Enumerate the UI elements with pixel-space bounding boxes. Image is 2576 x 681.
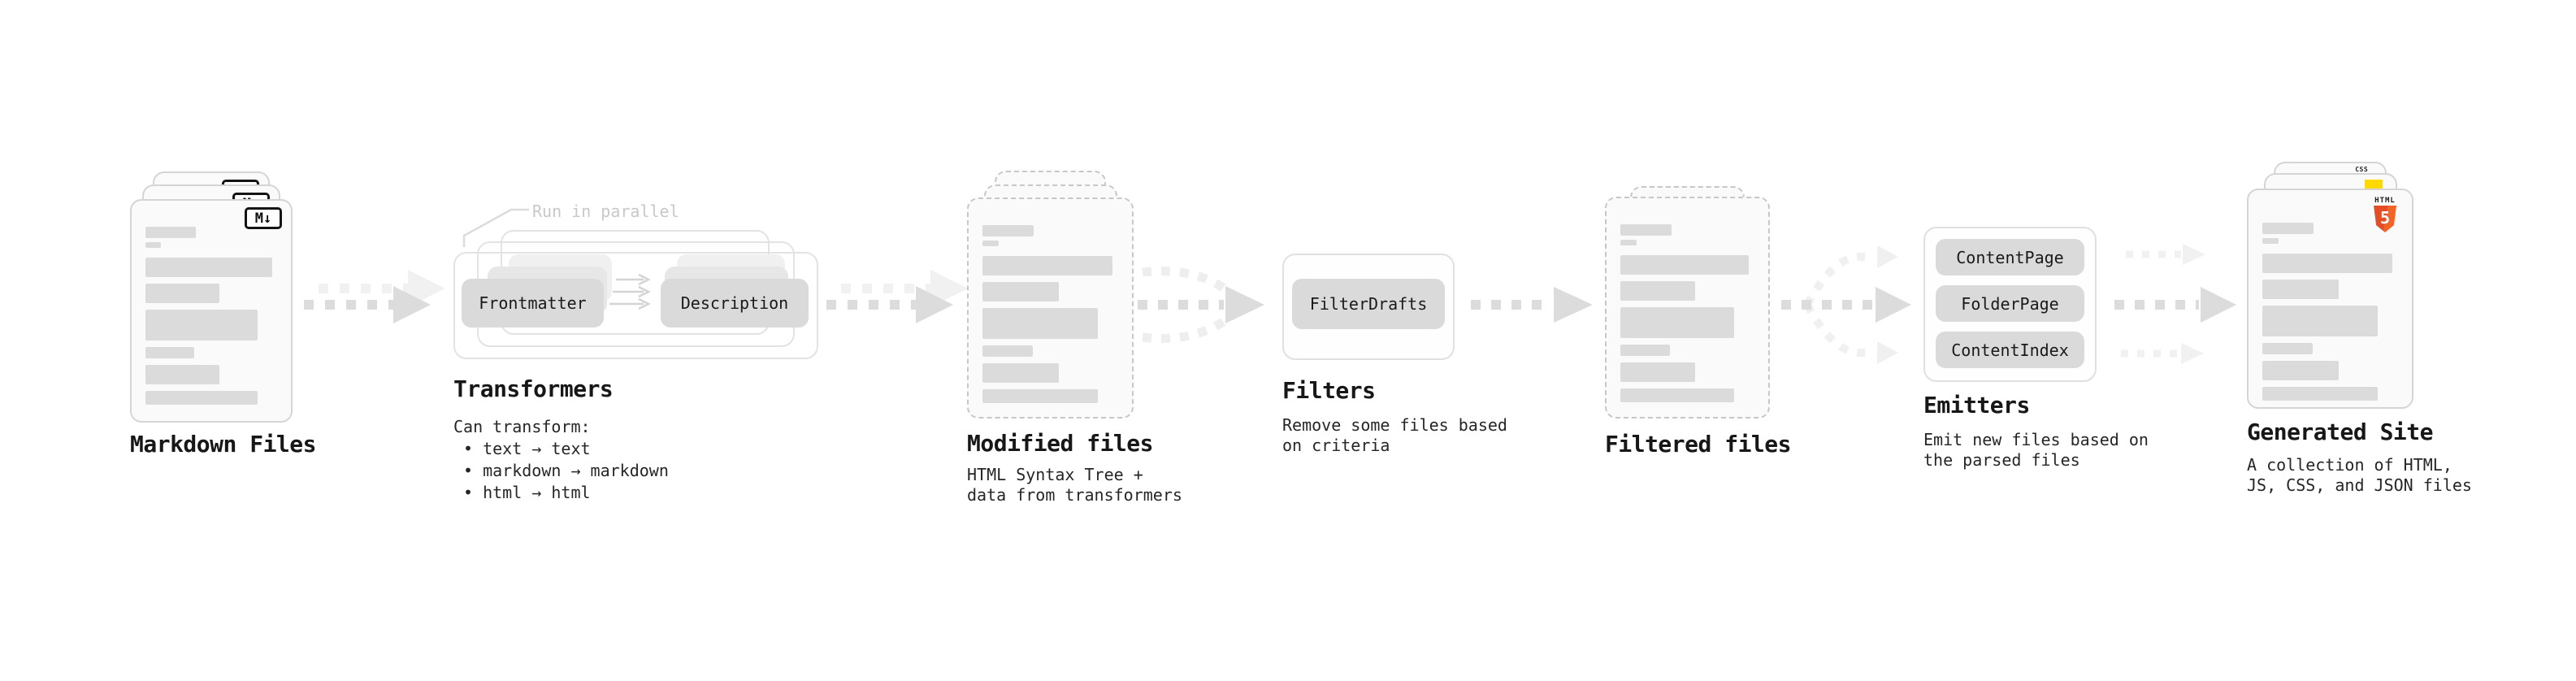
description-line: Emit new files based on [1923, 430, 2149, 449]
bullet-item: • text → text [463, 439, 591, 458]
description-pill: Description [661, 279, 809, 327]
modified-files-title: Modified files [967, 430, 1154, 457]
generated-site-description: A collection of HTML, JS, CSS, and JSON … [2247, 455, 2472, 496]
arrow-transformers-to-modified [826, 270, 968, 323]
document-content-placeholder [982, 225, 1118, 403]
document-content-placeholder [1620, 224, 1754, 402]
emitters-card: ContentPage FolderPage ContentIndex [1923, 227, 2097, 382]
transformers-title: Transformers [453, 375, 614, 402]
filterdrafts-pill-label: FilterDrafts [1309, 294, 1428, 314]
html5-icon-label: HTML [2374, 197, 2396, 205]
arrows-emitters-to-generated [2114, 244, 2236, 364]
filtered-files-stack [1605, 186, 1770, 419]
run-in-parallel-note: Run in parallel [532, 202, 679, 221]
folderpage-pill: FolderPage [1936, 285, 2084, 322]
description-line: HTML Syntax Tree + [967, 465, 1143, 484]
contentindex-pill: ContentIndex [1936, 332, 2084, 368]
bullet-item: • html → html [463, 483, 591, 502]
filtered-files-title: Filtered files [1605, 431, 1792, 458]
css-icon-label: CSS [2355, 166, 2369, 173]
contentpage-pill: ContentPage [1936, 239, 2084, 275]
file-card-front [1605, 197, 1770, 419]
file-card-front [967, 197, 1134, 419]
filterdrafts-pill: FilterDrafts [1292, 279, 1445, 329]
contentindex-pill-label: ContentIndex [1951, 340, 2069, 360]
transformers-description: Can transform: • text → text • markdown … [453, 416, 669, 504]
arrow-modified-to-filters [1138, 267, 1264, 343]
folderpage-pill-label: FolderPage [1961, 293, 2059, 314]
pill-transform-arrows [609, 273, 651, 310]
document-content-placeholder [145, 227, 277, 405]
bullet-item: • markdown → markdown [463, 461, 669, 480]
generated-site-stack: CSS HTML 5 [2247, 162, 2413, 409]
arrow-filtered-to-emitters [1781, 245, 1911, 364]
markdown-files-stack: M↓ M↓ M↓ [130, 171, 293, 423]
description-pill-label: Description [680, 293, 789, 313]
callout-line [462, 208, 529, 247]
markdown-files-title: Markdown Files [130, 431, 317, 458]
markdown-icon: M↓ [245, 207, 282, 229]
emitters-title: Emitters [1923, 392, 2030, 419]
modified-files-stack [967, 171, 1134, 419]
arrow-filters-to-filtered [1471, 287, 1593, 323]
description-line: on criteria [1282, 436, 1390, 455]
html5-icon-number: 5 [2379, 208, 2391, 228]
contentpage-pill-label: ContentPage [1956, 247, 2064, 267]
file-card-front: HTML 5 [2247, 189, 2413, 409]
description-line: A collection of HTML, [2247, 455, 2452, 475]
generated-site-title: Generated Site [2247, 419, 2434, 445]
js-icon [2364, 180, 2383, 190]
modified-files-description: HTML Syntax Tree + data from transformer… [967, 465, 1182, 505]
emitters-description: Emit new files based on the parsed files [1923, 430, 2149, 471]
file-card-front: M↓ [130, 199, 293, 423]
description-line: data from transformers [967, 485, 1182, 505]
html5-icon: HTML 5 [2368, 197, 2402, 232]
frontmatter-pill-label: Frontmatter [479, 293, 587, 313]
filters-title: Filters [1282, 377, 1376, 404]
document-content-placeholder [2262, 223, 2398, 401]
can-transform-heading: Can transform: [453, 417, 591, 436]
frontmatter-pill: Frontmatter [462, 279, 604, 327]
description-line: the parsed files [1923, 450, 2080, 470]
transformer-card-front [453, 252, 818, 359]
description-line: JS, CSS, and JSON files [2247, 475, 2472, 495]
description-line: Remove some files based [1282, 415, 1507, 435]
arrow-markdown-to-transformers [304, 270, 445, 323]
filters-description: Remove some files based on criteria [1282, 415, 1507, 456]
markdown-icon-glyph: M↓ [254, 210, 272, 227]
